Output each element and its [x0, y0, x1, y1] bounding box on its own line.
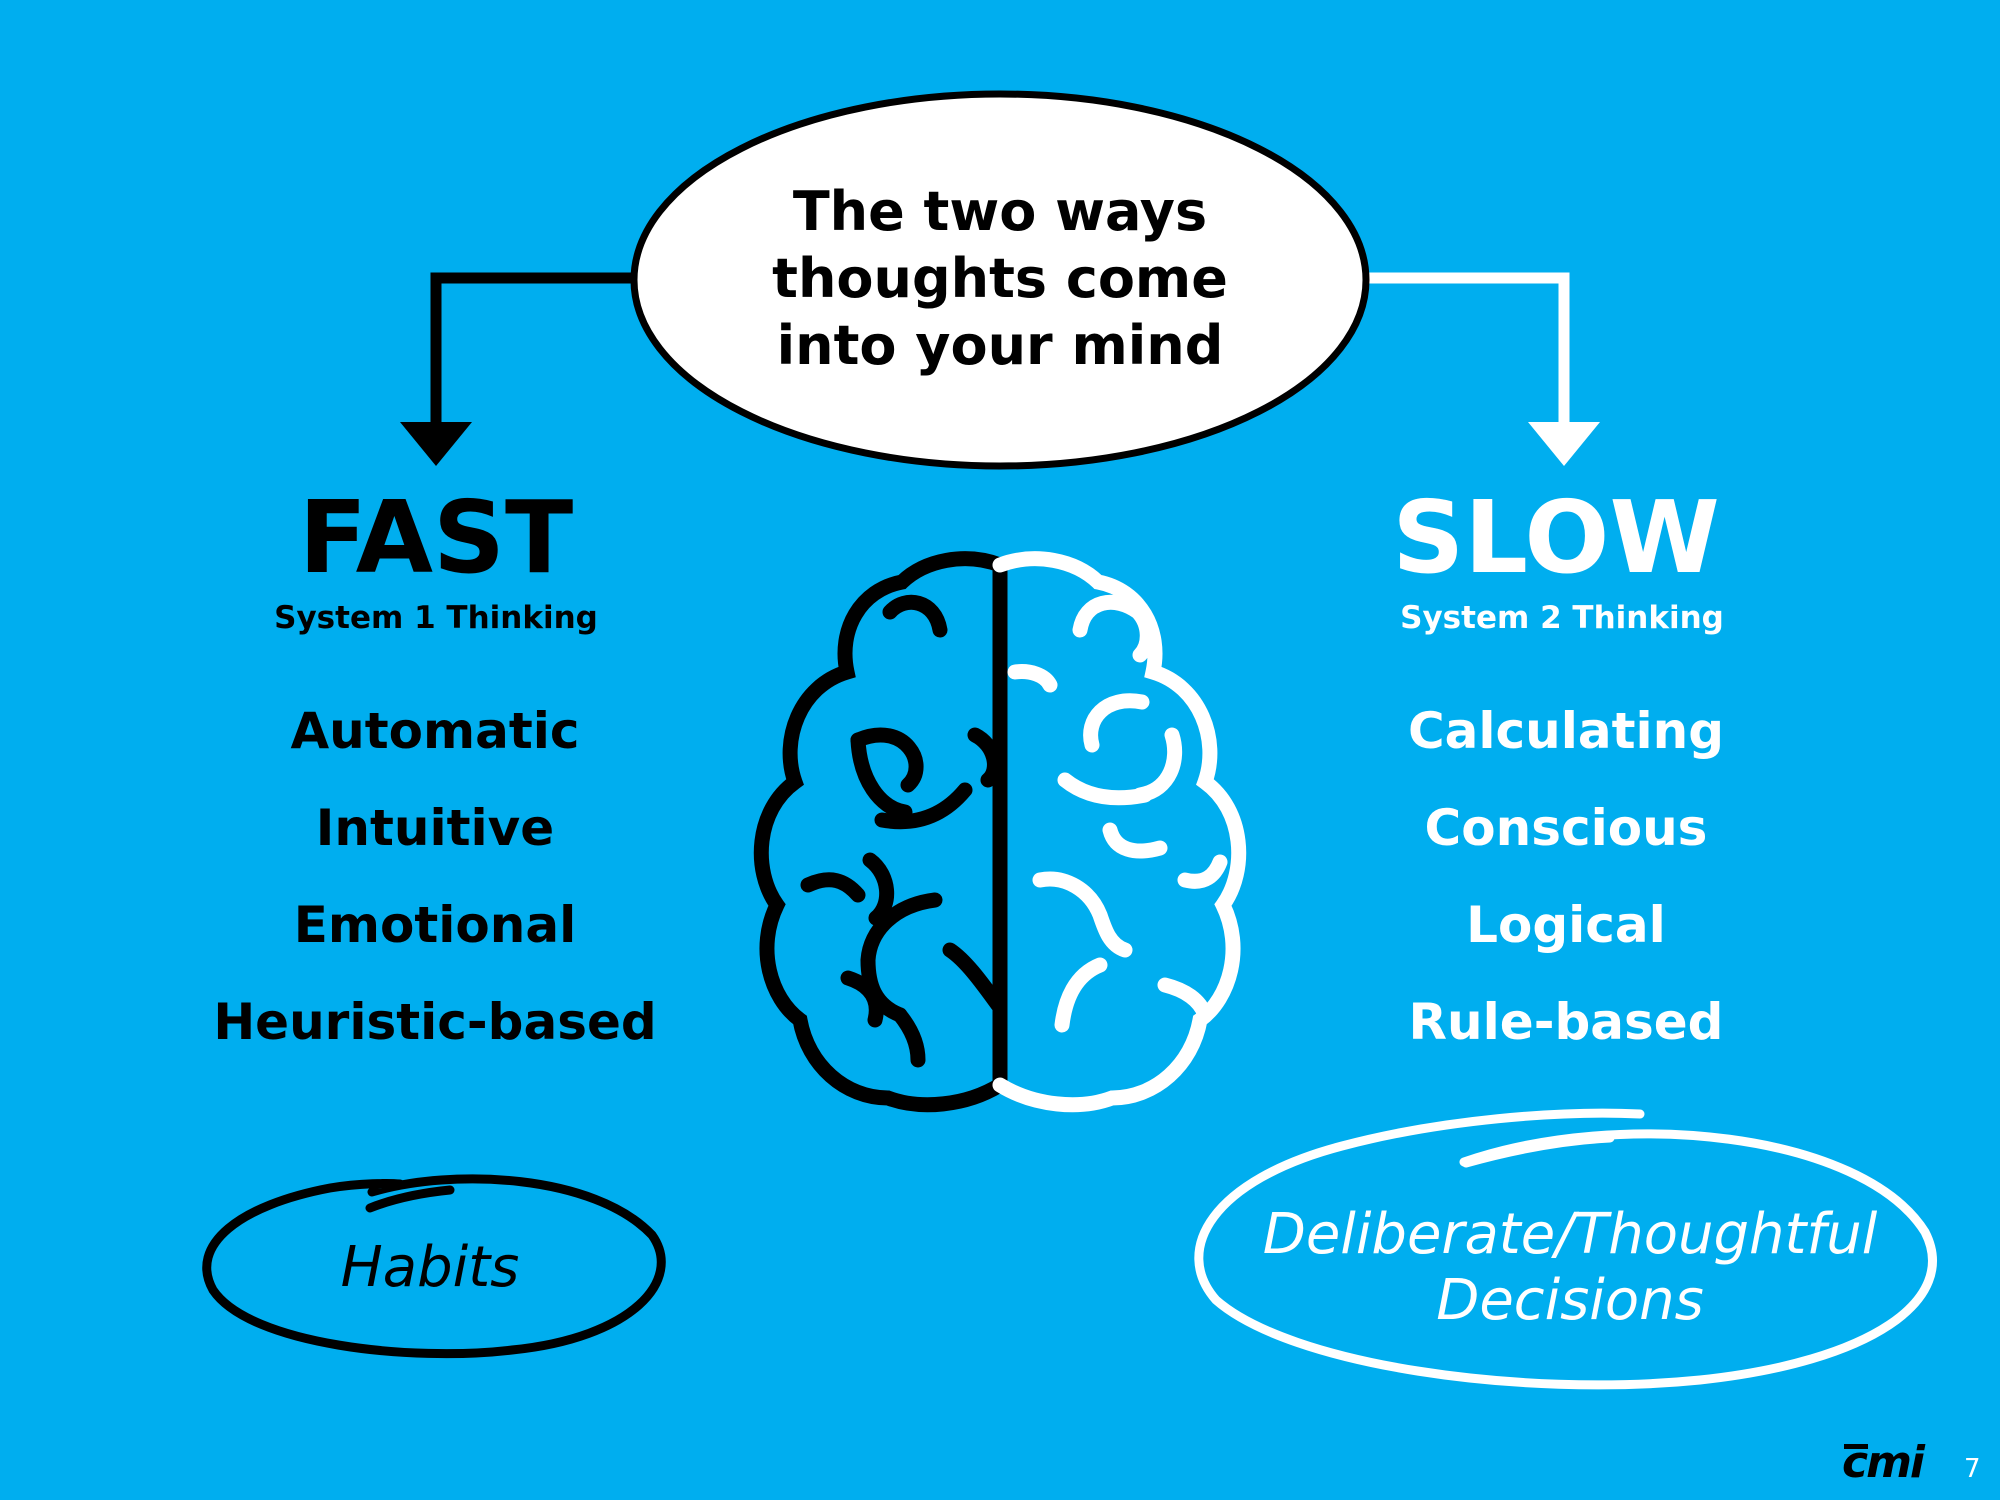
- slow-trait: Rule-based: [1408, 993, 1724, 1051]
- brain-right-hemisphere: [992, 551, 1247, 1113]
- cmi-logo: cmi: [1842, 1437, 1925, 1488]
- fast-trait: Automatic: [290, 702, 580, 760]
- slow-trait: Calculating: [1407, 702, 1725, 760]
- title-ellipse: [630, 90, 1370, 470]
- fast-trait: Intuitive: [315, 799, 555, 857]
- fast-trait: Heuristic-based: [213, 993, 657, 1051]
- fast-subheading: System 1 Thinking: [274, 600, 598, 636]
- slow-traits-list: Calculating Conscious Logical Rule-based: [1286, 683, 1846, 1071]
- title-text: The two ways thoughts come into your min…: [772, 180, 1228, 377]
- slow-trait: Logical: [1466, 896, 1666, 954]
- slow-heading: SLOW: [1392, 479, 1720, 596]
- fast-traits-list: Automatic Intuitive Emotional Heuristic-…: [155, 683, 715, 1071]
- brain-icon: [753, 551, 1247, 1113]
- brain-left-hemisphere: [753, 551, 1008, 1113]
- decisions-label: Deliberate/Thoughtful Decisions: [1262, 1202, 1878, 1333]
- habits-label: Habits: [340, 1235, 520, 1300]
- fast-trait: Emotional: [293, 896, 577, 954]
- slow-trait: Conscious: [1424, 799, 1708, 857]
- fast-heading: FAST: [298, 479, 574, 596]
- slow-subheading: System 2 Thinking: [1400, 600, 1724, 636]
- slow-arrow: [1360, 272, 1600, 466]
- decisions-oval: [1194, 1108, 1937, 1390]
- habits-oval: [202, 1174, 666, 1359]
- fast-arrow: [400, 272, 640, 466]
- page-number: 7: [1964, 1454, 1981, 1484]
